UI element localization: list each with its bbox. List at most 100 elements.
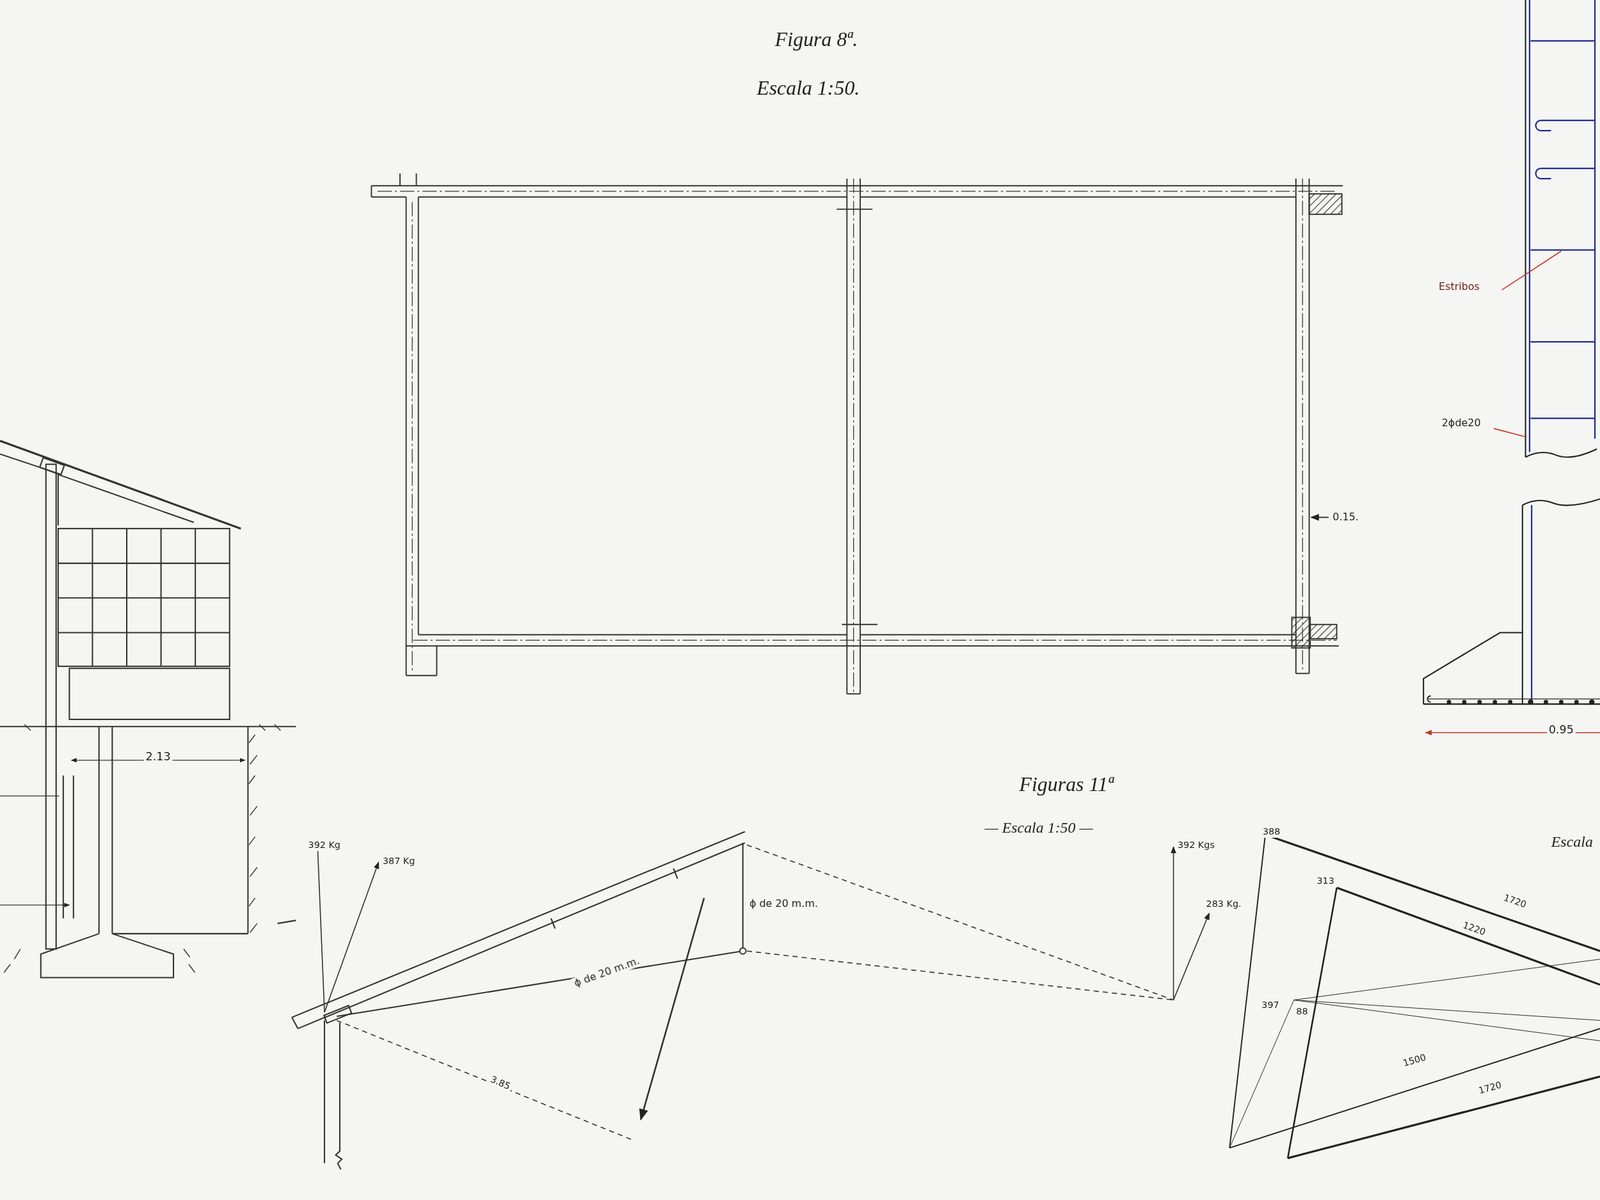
column-detail — [1594, 0, 1596, 440]
column-detail — [1477, 700, 1481, 704]
truss-figure — [742, 842, 744, 950]
building-section — [58, 562, 230, 564]
building-section — [39, 457, 64, 475]
dimension-label: 1720 — [1475, 1080, 1505, 1098]
frame-plan — [405, 197, 408, 676]
column-detail — [1536, 168, 1595, 179]
column-detail — [1427, 695, 1432, 703]
truss-figure — [291, 831, 745, 1017]
column-detail — [1528, 700, 1533, 704]
frame-plan — [418, 634, 848, 636]
frame-plan — [371, 184, 1343, 187]
truss-figure — [1173, 913, 1210, 1001]
frame-plan — [859, 178, 861, 694]
dimension-label: Estribos — [1436, 280, 1482, 292]
column-detail — [1521, 504, 1524, 704]
building-section — [98, 726, 100, 934]
dimension-label: 0.95 — [1546, 724, 1576, 737]
frame-plan — [370, 185, 372, 198]
building-section — [112, 933, 248, 935]
column-detail — [1463, 700, 1467, 704]
building-section — [58, 528, 230, 667]
frame-plan — [1291, 617, 1311, 649]
frame-plan — [841, 624, 878, 626]
truss-figure — [336, 951, 744, 1017]
column-detail — [1530, 341, 1595, 343]
building-section — [0, 795, 59, 797]
frame-plan — [1311, 516, 1329, 518]
column-detail — [1493, 700, 1497, 704]
frame-plan — [413, 640, 1337, 641]
dimension-label: 1500 — [1399, 1052, 1430, 1071]
frame-plan — [1309, 193, 1343, 215]
column-detail — [1528, 0, 1531, 452]
force-polygon — [1336, 887, 1600, 985]
force-polygon — [1265, 834, 1600, 952]
frame-plan — [846, 693, 861, 695]
truss-figure — [746, 951, 1174, 1001]
building-section — [72, 775, 75, 919]
building-section — [0, 904, 70, 906]
frame-plan — [860, 634, 1296, 636]
building-section — [57, 474, 59, 526]
truss-figure — [336, 1020, 635, 1141]
building-section — [0, 440, 296, 978]
building-section — [62, 775, 64, 919]
column-detail — [1530, 40, 1595, 42]
column-detail — [1502, 250, 1561, 290]
frame-plan — [371, 196, 406, 198]
building-section — [0, 440, 241, 529]
frame-plan — [418, 196, 848, 198]
frame-plan — [399, 173, 401, 186]
dimension-label: ϕ de 20 m.m. — [570, 953, 644, 989]
frame-plan — [853, 178, 854, 692]
frame-plan — [836, 208, 873, 210]
building-section — [58, 631, 230, 633]
truss-figure — [324, 1020, 342, 1170]
dimension-label: 388 — [1260, 827, 1283, 838]
force-polygon — [1287, 887, 1337, 1159]
dimension-label: 1720 — [1499, 892, 1529, 912]
frame-plan — [371, 173, 1343, 694]
truss-figure — [298, 842, 745, 1029]
dimension-label: 392 Kgs — [1175, 840, 1217, 852]
building-section — [46, 464, 57, 949]
force-polygon — [1294, 959, 1600, 1001]
column-detail — [1423, 0, 1600, 704]
column-detail — [1425, 250, 1600, 733]
dimension-label: 387 Kg — [380, 856, 418, 868]
column-detail — [1530, 504, 1533, 703]
column-detail — [1522, 499, 1600, 506]
frame-plan — [406, 675, 438, 677]
dimension-label: 2ϕde20 — [1440, 416, 1483, 429]
force-polygon — [1229, 834, 1600, 1158]
column-detail — [1423, 0, 1600, 733]
frame-plan — [416, 173, 418, 186]
column-detail — [1544, 700, 1548, 704]
truss-figure — [1173, 846, 1175, 1000]
building-section — [0, 725, 296, 728]
truss-figure — [317, 840, 325, 1013]
figure-heading: Escala 1:50. — [754, 76, 863, 100]
truss-figure — [673, 868, 678, 879]
dimension-label: 2.13 — [143, 750, 173, 763]
dimension-label: 283 Kg. — [1203, 899, 1243, 911]
dimension-label: 397 — [1259, 1000, 1282, 1012]
truss-figure — [291, 1017, 299, 1030]
force-polygon — [1294, 1000, 1600, 1042]
dimension-label: 3.85 — [487, 1073, 514, 1094]
column-detail — [1530, 417, 1595, 420]
frame-plan — [1310, 624, 1337, 639]
figure-heading: Figuras 11ª — [1016, 772, 1116, 795]
truss-figure — [739, 947, 747, 955]
column-detail — [1589, 700, 1594, 704]
column-detail — [1536, 120, 1595, 131]
building-section — [247, 726, 249, 934]
column-detail — [1525, 0, 1527, 457]
dimension-label: 1220 — [1458, 920, 1488, 939]
frame-plan — [1296, 672, 1310, 674]
force-polygon — [1229, 834, 1266, 1148]
